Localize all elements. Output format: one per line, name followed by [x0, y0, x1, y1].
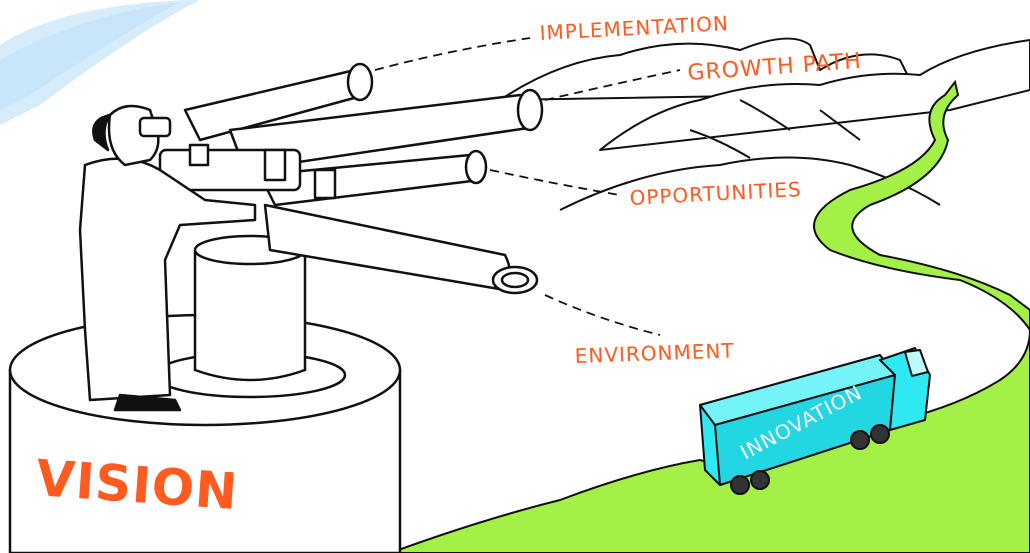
road-icon [389, 79, 1030, 553]
observer-icon [78, 104, 257, 412]
telescopes-icon [158, 62, 544, 295]
label-vision: VISION [34, 449, 240, 521]
callout-lines [374, 37, 681, 336]
leader-opportunities [489, 169, 621, 196]
leader-growth-path [544, 69, 681, 101]
truck-icon [699, 347, 931, 495]
label-implementation: IMPLEMENTATION [539, 11, 729, 45]
sky-streak [0, 0, 200, 125]
leader-environment [544, 294, 661, 336]
leader-implementation [374, 37, 531, 71]
label-environment: ENVIRONMENT [574, 338, 735, 368]
